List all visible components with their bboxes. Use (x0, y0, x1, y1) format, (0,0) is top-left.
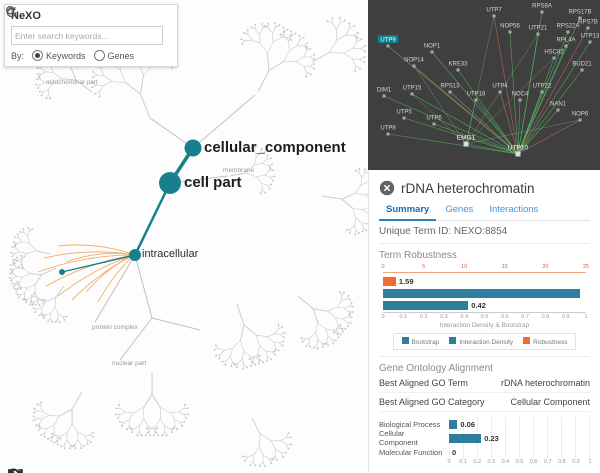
svg-text:NOP1: NOP1 (424, 44, 441, 50)
term-title: rDNA heterochromatin (401, 180, 535, 196)
svg-text:RPS22A: RPS22A (556, 24, 579, 30)
radio-keywords-label: Keywords (46, 50, 86, 61)
search-panel: NeXO By: Keywords (4, 4, 178, 67)
svg-text:UTP9: UTP9 (380, 38, 396, 44)
svg-text:BUD21: BUD21 (572, 62, 592, 68)
svg-text:DIM1: DIM1 (377, 88, 392, 94)
close-icon[interactable] (379, 180, 395, 196)
radio-unselected-icon (93, 50, 105, 61)
svg-text:UTP5: UTP5 (396, 110, 412, 116)
radio-selected-icon (32, 50, 44, 61)
tab-genes[interactable]: Genes (445, 204, 474, 215)
robustness-axis-label: Interaction Density & Bootstrap (439, 322, 530, 329)
search-input[interactable] (11, 26, 163, 45)
robustness-bar-bootstrap (383, 287, 586, 299)
svg-text:UTP8: UTP8 (380, 126, 396, 132)
tree-node-label-protein-complex[interactable]: protein complex (92, 324, 138, 331)
svg-text:HSC82: HSC82 (544, 50, 564, 56)
svg-text:RPS7B: RPS7B (578, 20, 598, 26)
tree-node-label-mitochondrial-part[interactable]: mitochondrial part (46, 79, 98, 86)
unique-term-id: Unique Term ID: NEXO:8854 (379, 221, 590, 244)
legend-item-bootstrap: Bootstrap (401, 337, 439, 346)
ontology-tree-panel[interactable]: cellular_component cell part intracellul… (0, 0, 368, 473)
search-by-label: By: (11, 50, 25, 61)
legend-item-robustness: Robustness (523, 337, 568, 346)
svg-text:RPS8A: RPS8A (532, 4, 552, 10)
svg-text:UTP22: UTP22 (533, 84, 552, 90)
tree-node-label-intracellular[interactable]: intracellular (142, 248, 199, 260)
section-go-alignment: Gene Ontology Alignment (379, 356, 590, 374)
tab-summary[interactable]: Summary (379, 201, 437, 221)
tree-node-label-nuclear-part[interactable]: nuclear part (112, 360, 147, 367)
section-term-robustness: Term Robustness (379, 250, 457, 261)
tab-interactions[interactable]: Interactions (489, 204, 539, 215)
svg-text:UTP7: UTP7 (486, 8, 502, 14)
svg-text:RPL4A: RPL4A (556, 38, 575, 44)
svg-text:NOP6: NOP6 (572, 112, 589, 118)
app-title: NeXO (11, 10, 41, 22)
tree-node-label-cell-part[interactable]: cell part (184, 174, 242, 191)
svg-text:UTP10: UTP10 (508, 145, 529, 152)
svg-text:UTP6: UTP6 (426, 116, 442, 122)
svg-text:NOP56: NOP56 (500, 24, 520, 30)
svg-text:UTP15: UTP15 (403, 86, 422, 92)
svg-text:NAN1: NAN1 (550, 102, 567, 108)
svg-text:UTP21: UTP21 (529, 26, 548, 32)
svg-text:UTP18: UTP18 (467, 92, 486, 98)
radio-genes-label: Genes (107, 50, 135, 61)
radio-genes[interactable]: Genes (93, 50, 135, 61)
svg-text:NOC4: NOC4 (512, 92, 529, 98)
ontology-tree-canvas[interactable] (0, 0, 368, 473)
svg-text:UTP13: UTP13 (581, 34, 600, 40)
svg-text:RPS17B: RPS17B (568, 10, 591, 16)
svg-text:EMG1: EMG1 (457, 135, 476, 142)
robustness-bar-interaction-density: 0.42 (383, 299, 586, 311)
svg-text:NOP14: NOP14 (404, 58, 424, 64)
chart-legend: Bootstrap Interaction Density Robustness (393, 333, 576, 350)
tree-node-label-membrane[interactable]: membrane (223, 167, 255, 174)
radio-keywords[interactable]: Keywords (32, 50, 86, 61)
svg-text:UTP4: UTP4 (492, 84, 508, 90)
detail-tabs: Summary Genes Interactions (379, 201, 590, 221)
svg-text:RPS13: RPS13 (440, 84, 460, 90)
robustness-bar-robustness: 1.59 (383, 275, 586, 287)
tree-node-label-cellular-component[interactable]: cellular_component (204, 139, 346, 156)
legend-item-interaction-density: Interaction Density (449, 337, 513, 346)
svg-text:KRE33: KRE33 (448, 62, 468, 68)
